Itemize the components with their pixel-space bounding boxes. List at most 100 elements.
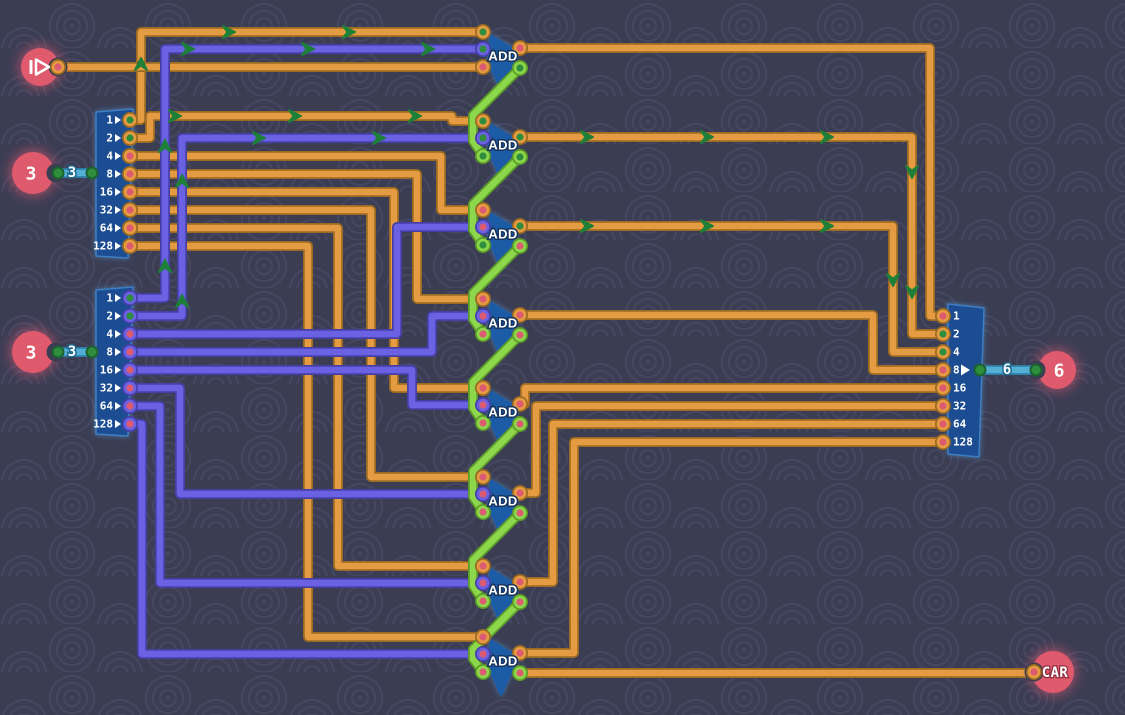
pin-add6-in-b[interactable] — [475, 486, 491, 502]
pin-add3-carry-in[interactable] — [475, 237, 491, 253]
pin-carry-output[interactable] — [1026, 664, 1042, 680]
wire-carry7[interactable] — [469, 598, 524, 676]
pin-add2-in-b[interactable] — [475, 130, 491, 146]
pin-add4-sum-out[interactable] — [512, 307, 528, 323]
wire-b-bit4[interactable] — [126, 223, 487, 338]
wire-a-bit8[interactable] — [126, 170, 487, 303]
pin-splitter-a-bit32[interactable] — [122, 202, 138, 218]
pin-maker-bit64[interactable] — [935, 416, 951, 432]
wire-sum4[interactable] — [516, 311, 945, 374]
add-label: ADD — [488, 316, 517, 331]
wire-carry4[interactable] — [469, 331, 524, 427]
pin-add5-in-a[interactable] — [475, 380, 491, 396]
pin-add1-in-a[interactable] — [475, 24, 491, 40]
pin-splitter-a-bit2[interactable] — [122, 130, 138, 146]
pin-splitter-a-bit1[interactable] — [122, 112, 138, 128]
pin-add2-sum-out[interactable] — [512, 129, 528, 145]
pin-maker-bit32[interactable] — [935, 398, 951, 414]
pin-add5-carry-in[interactable] — [475, 415, 491, 431]
pin-add8-carry-in[interactable] — [475, 664, 491, 680]
pin-add7-carry-out[interactable] — [512, 594, 528, 610]
wire-a-bit32[interactable] — [126, 206, 487, 481]
wire-a-bit128[interactable] — [126, 242, 487, 641]
wire-carry2[interactable] — [469, 153, 524, 249]
pin-add5-in-b[interactable] — [475, 397, 491, 413]
pin-splitter-b-bit1[interactable] — [122, 290, 138, 306]
pin-add8-carry-out[interactable] — [512, 665, 528, 681]
pin-maker-bit128[interactable] — [935, 434, 951, 450]
pin-splitter-b-bit128[interactable] — [122, 416, 138, 432]
pin-add5-sum-out[interactable] — [512, 396, 528, 412]
pin-add8-sum-out[interactable] — [512, 645, 528, 661]
pin-add6-carry-out[interactable] — [512, 505, 528, 521]
wire-sum2[interactable] — [516, 133, 945, 338]
connector-dot[interactable] — [85, 345, 99, 359]
pin-add3-in-a[interactable] — [475, 202, 491, 218]
pin-add2-carry-out[interactable] — [512, 149, 528, 165]
connector-dot[interactable] — [51, 345, 65, 359]
pin-add1-carry-out[interactable] — [512, 60, 528, 76]
wire-b-bit64[interactable] — [126, 402, 487, 587]
pin-splitter-b-bit2[interactable] — [122, 308, 138, 324]
pin-add6-carry-in[interactable] — [475, 504, 491, 520]
pin-add5-carry-out[interactable] — [512, 416, 528, 432]
wire-sum7[interactable] — [516, 420, 945, 586]
pin-splitter-a-bit128[interactable] — [122, 238, 138, 254]
pin-add3-carry-out[interactable] — [512, 238, 528, 254]
pin-add4-in-b[interactable] — [475, 308, 491, 324]
pin-maker-bit16[interactable] — [935, 380, 951, 396]
wire-carry5[interactable] — [469, 420, 524, 516]
wire-b-bit1[interactable] — [126, 45, 487, 302]
wire-carry3[interactable] — [469, 242, 524, 338]
byte-splitter-b-body[interactable] — [95, 286, 134, 437]
pin-splitter-a-bit16[interactable] — [122, 184, 138, 200]
pin-splitter-b-bit4[interactable] — [122, 326, 138, 342]
wire-carry6[interactable] — [469, 509, 524, 605]
pin-maker-bit4[interactable] — [935, 344, 951, 360]
pin-splitter-a-bit64[interactable] — [122, 220, 138, 236]
pin-add3-in-b[interactable] — [475, 219, 491, 235]
input-value: 3 — [26, 164, 37, 185]
pin-add4-carry-out[interactable] — [512, 327, 528, 343]
pin-add1-sum-out[interactable] — [512, 40, 528, 56]
connector-dot[interactable] — [51, 166, 65, 180]
pin-add8-in-b[interactable] — [475, 646, 491, 662]
pin-add1-in-b[interactable] — [475, 41, 491, 57]
wire-sum8[interactable] — [516, 438, 945, 657]
pin-play-output[interactable] — [50, 59, 66, 75]
pin-add6-sum-out[interactable] — [512, 485, 528, 501]
pin-add1-carry-in[interactable] — [475, 59, 491, 75]
wire-b-bit16[interactable] — [126, 366, 487, 409]
pin-add6-in-a[interactable] — [475, 469, 491, 485]
wire-a-bit64[interactable] — [126, 224, 487, 570]
pin-splitter-b-bit32[interactable] — [122, 380, 138, 396]
pin-splitter-a-bit4[interactable] — [122, 148, 138, 164]
wire-b-bit32[interactable] — [126, 384, 487, 498]
connector-dot[interactable] — [85, 166, 99, 180]
pin-maker-bit2[interactable] — [935, 326, 951, 342]
wire-b-bit2[interactable] — [126, 134, 487, 320]
connector-dot[interactable] — [973, 363, 987, 377]
connector-dot[interactable] — [1029, 363, 1043, 377]
pin-maker-bit1[interactable] — [935, 308, 951, 324]
pin-splitter-b-bit64[interactable] — [122, 398, 138, 414]
pin-add7-carry-in[interactable] — [475, 593, 491, 609]
pin-splitter-b-bit16[interactable] — [122, 362, 138, 378]
wire-b-bit8[interactable] — [126, 312, 487, 356]
pin-maker-bit8[interactable] — [935, 362, 951, 378]
pin-add4-in-a[interactable] — [475, 291, 491, 307]
pin-add4-carry-in[interactable] — [475, 326, 491, 342]
pin-add7-in-a[interactable] — [475, 558, 491, 574]
pin-add3-sum-out[interactable] — [512, 218, 528, 234]
wire-sum1[interactable] — [516, 44, 945, 320]
pin-add2-carry-in[interactable] — [475, 148, 491, 164]
pin-add8-in-a[interactable] — [475, 629, 491, 645]
pin-splitter-b-bit8[interactable] — [122, 344, 138, 360]
pin-add7-sum-out[interactable] — [512, 574, 528, 590]
wire-a-bit4[interactable] — [126, 152, 487, 214]
wire-carry1[interactable] — [469, 64, 524, 160]
pin-add7-in-b[interactable] — [475, 575, 491, 591]
byte-splitter-a-body[interactable] — [95, 108, 134, 259]
pin-add2-in-a[interactable] — [475, 113, 491, 129]
pin-splitter-a-bit8[interactable] — [122, 166, 138, 182]
